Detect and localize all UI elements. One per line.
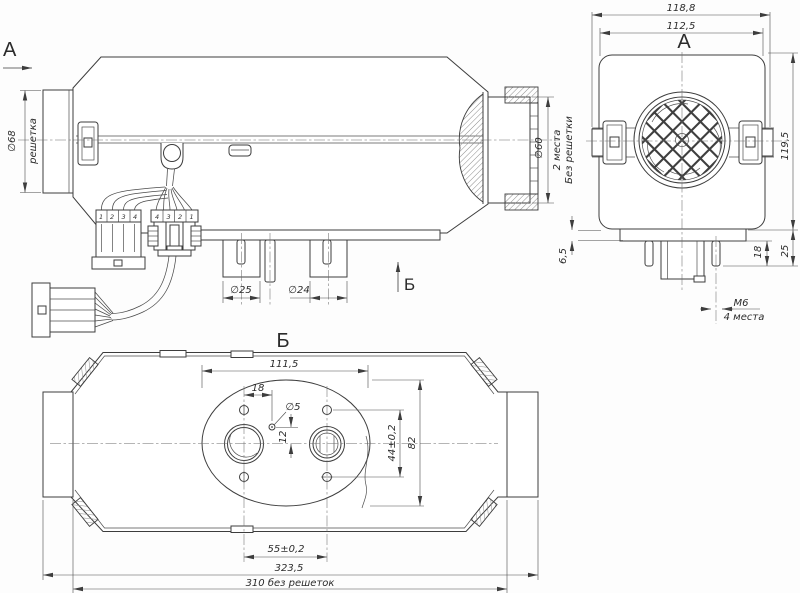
dim-stud-thread: М6 4 места [700,298,764,323]
dim-text: 6,5 [558,248,569,264]
dim-hole-offset: 18 [244,383,273,421]
heater-body-outline [72,56,489,234]
pin-label: 2 [110,213,114,221]
dim-exhaust-diameter: ∅24 [288,281,348,303]
rod-clip [228,144,252,157]
connector-main [31,282,96,338]
outlet-dome [458,93,484,203]
dim-text: 18 [252,383,265,394]
connector-left: 1 2 3 4 [91,209,146,270]
pin-label: 4 [155,213,159,221]
dim-outlet-diameter: ∅60 2 места Без решетки [532,96,575,204]
dim-pin-hole: ∅5 [273,402,301,426]
wiring-harness [94,168,193,328]
dim-text: ∅5 [285,402,300,413]
dim-text: 44±0,2 [387,424,398,461]
dim-text: 55±0,2 [267,544,304,555]
clamp-left [591,120,627,165]
dim-text: 310 без решеток [246,577,335,589]
dim-port-spacing: 55±0,2 [244,544,327,560]
pin-label: 4 [133,213,137,221]
view-arrow-b: Б [395,262,415,294]
dim-text: ∅25 [230,285,251,296]
dim-overall-length: 323,5 [42,500,539,580]
pin-hole [268,423,276,431]
pin-label: 2 [178,213,182,221]
connector-right: 4 3 2 1 [147,209,202,257]
pin-label: 3 [122,213,126,221]
dim-text: ∅60 [534,137,545,158]
view-label-b: Б [404,275,415,294]
dim-intake-diameter: ∅25 [222,281,261,303]
mounting-plate [199,229,441,241]
dim-grille-diameter: ∅68 решетка [7,90,41,193]
dim-front-width-body: 112,5 [599,21,764,56]
dim-pin-offset: 12 [276,414,298,458]
view-label-a: А [3,39,17,61]
dim-text: ∅24 [288,285,309,296]
bottom-view-b: Б [42,330,539,593]
dim-text: 25 [780,245,791,258]
pin-label: 1 [190,213,194,221]
dim-text: ∅68 [7,130,18,151]
front-view-a: А [558,3,798,324]
pin-label: 1 [99,213,103,221]
bottom-view-title: Б [276,330,289,352]
stud-left [644,240,654,267]
dim-text: 4 места [724,312,765,323]
dim-text: Без решетки [564,116,575,184]
dim-text: 18 [753,246,764,259]
dim-text: 2 места [552,130,563,171]
corner-clamps [71,357,498,527]
dim-front-height: 119,5 25 18 [722,52,798,267]
dim-front-width-overall: 118,8 [591,3,771,127]
left-grille-cap-bottom [42,391,74,498]
dim-text: 112,5 [667,21,696,32]
dim-text: М6 [734,298,749,309]
dim-flange-length: 82 [370,379,424,507]
clamp-right [738,120,774,165]
cable-gland [160,143,184,170]
side-view: 1 2 3 4 4 3 2 1 [3,39,575,338]
pin-label: 3 [167,213,171,221]
dim-text: 82 [407,437,418,450]
dim-text: 118,8 [667,3,696,14]
right-grille-cap-bottom [506,391,539,498]
outlet-duct [487,86,539,211]
dim-text: 323,5 [275,563,304,574]
dim-flange-offset: 6,5 [558,216,623,264]
dim-text: 119,5 [780,132,791,161]
front-mounting-flange [619,228,747,283]
inlet-grille-cap [42,89,99,194]
view-arrow-a: А [3,39,32,71]
dim-text: 111,5 [270,359,299,370]
dim-text: решетка [28,118,39,165]
front-view-title: А [677,31,691,53]
dim-hole-spacing: 44±0,2 [333,409,404,478]
dim-text: 12 [278,431,289,444]
dim-length-no-grilles: 310 без решеток [72,500,508,593]
dim-flange-width: 111,5 [201,359,369,388]
